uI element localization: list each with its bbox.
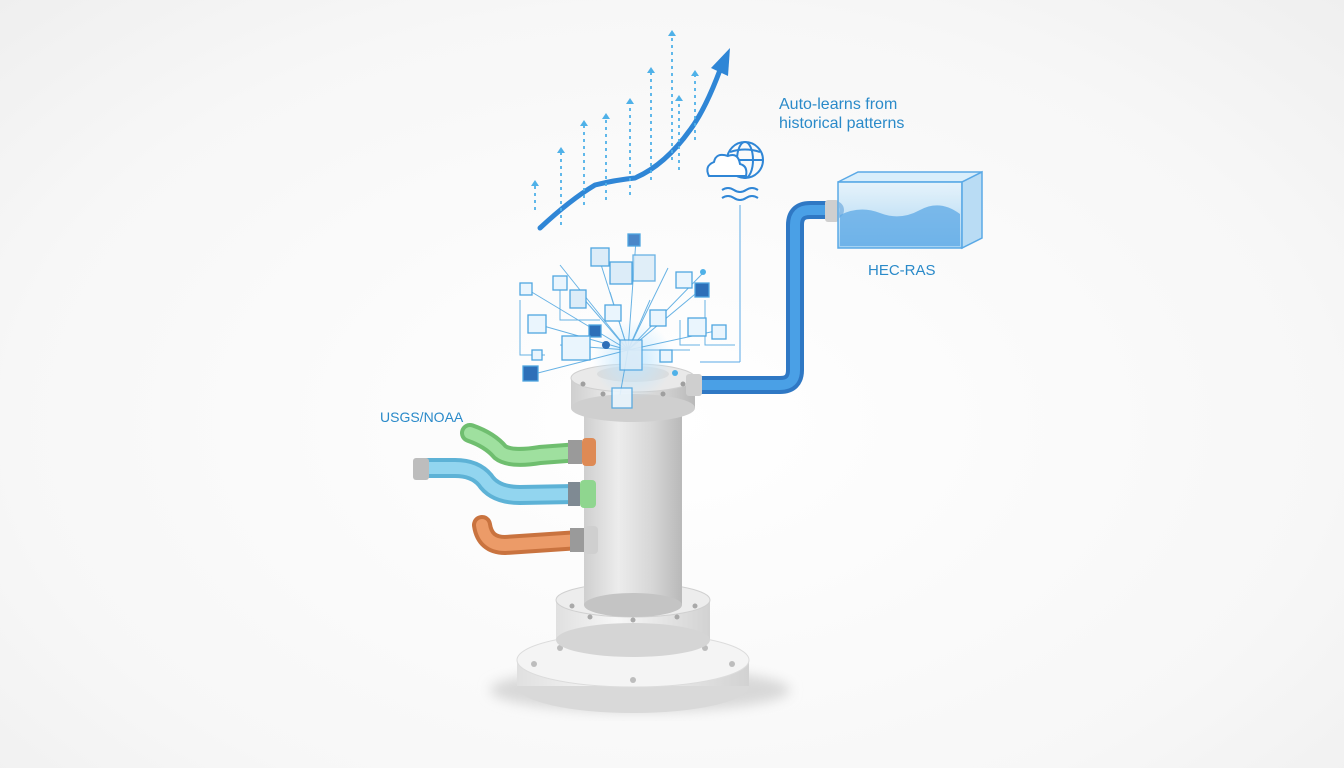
trend-arrow-icon [537,48,730,231]
water-waves-icon [721,187,759,201]
input-pipe-green [460,423,596,467]
hec-ras-tank [837,170,983,250]
network-nodes [519,233,727,409]
data-particle-arrows [531,30,699,225]
main-column [584,400,682,617]
input-pipe-orange [472,515,598,556]
hec-ras-label: HEC-RAS [868,262,936,279]
output-pipe [686,200,844,396]
cloud-globe-icon [706,141,764,179]
usgs-noaa-label: USGS/NOAA [380,409,464,425]
base-plate [516,632,750,713]
auto-learns-label: Auto-learns from historical patterns [779,95,904,133]
auto-learns-line-1: Auto-learns from [779,96,898,113]
input-pipe-cyan [413,458,596,508]
auto-learns-line-2: historical patterns [779,115,905,133]
